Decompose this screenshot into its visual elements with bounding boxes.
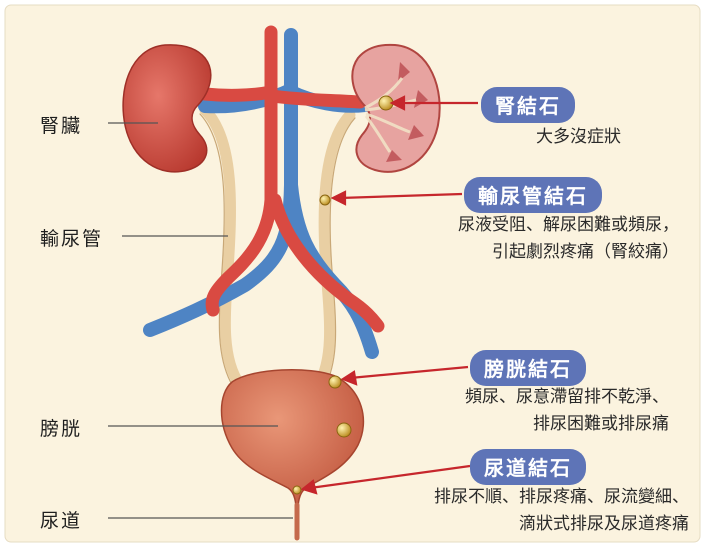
label-urethra: 尿道 [40, 506, 82, 533]
kidney-stone-title: 腎結石 [481, 87, 575, 123]
ureter-stone-desc-line: 尿液受阻、解尿困難或頻尿， [458, 212, 679, 239]
label-kidney: 腎臟 [40, 111, 82, 138]
urethra-stone [293, 486, 301, 494]
bladder-stone-lower [337, 423, 351, 437]
ureter-stone [320, 195, 330, 205]
urethra-stone-title: 尿道結石 [470, 449, 586, 485]
bladder-stone-title: 膀胱結石 [470, 350, 586, 386]
bladder-stone-desc-line: 頻尿、尿意滯留排不乾淨、 [465, 384, 669, 411]
kidney-stone-desc: 大多沒症狀 [536, 124, 621, 151]
bladder-stone-upper [329, 376, 341, 388]
ureter-stone-desc: 尿液受阻、解尿困難或頻尿， 引起劇烈疼痛（腎絞痛） [458, 212, 679, 266]
urethra-stone-desc-line: 排尿不順、排尿疼痛、尿流變細、 [434, 484, 689, 511]
kidney-stone-desc-line: 大多沒症狀 [536, 124, 621, 151]
urethra-stone-desc-line: 滴狀式排尿及尿道疼痛 [434, 511, 689, 538]
label-ureter: 輸尿管 [40, 224, 103, 251]
right-kidney [352, 45, 439, 172]
urethra-stone-desc: 排尿不順、排尿疼痛、尿流變細、 滴狀式排尿及尿道疼痛 [434, 484, 689, 538]
label-bladder: 膀胱 [40, 414, 82, 441]
bladder-stone-desc: 頻尿、尿意滯留排不乾淨、 排尿困難或排尿痛 [465, 384, 669, 438]
bladder-stone-desc-line: 排尿困難或排尿痛 [465, 411, 669, 438]
ureter-stone-desc-line: 引起劇烈疼痛（腎絞痛） [458, 239, 679, 266]
ureter-stone-title: 輸尿管結石 [464, 177, 602, 213]
